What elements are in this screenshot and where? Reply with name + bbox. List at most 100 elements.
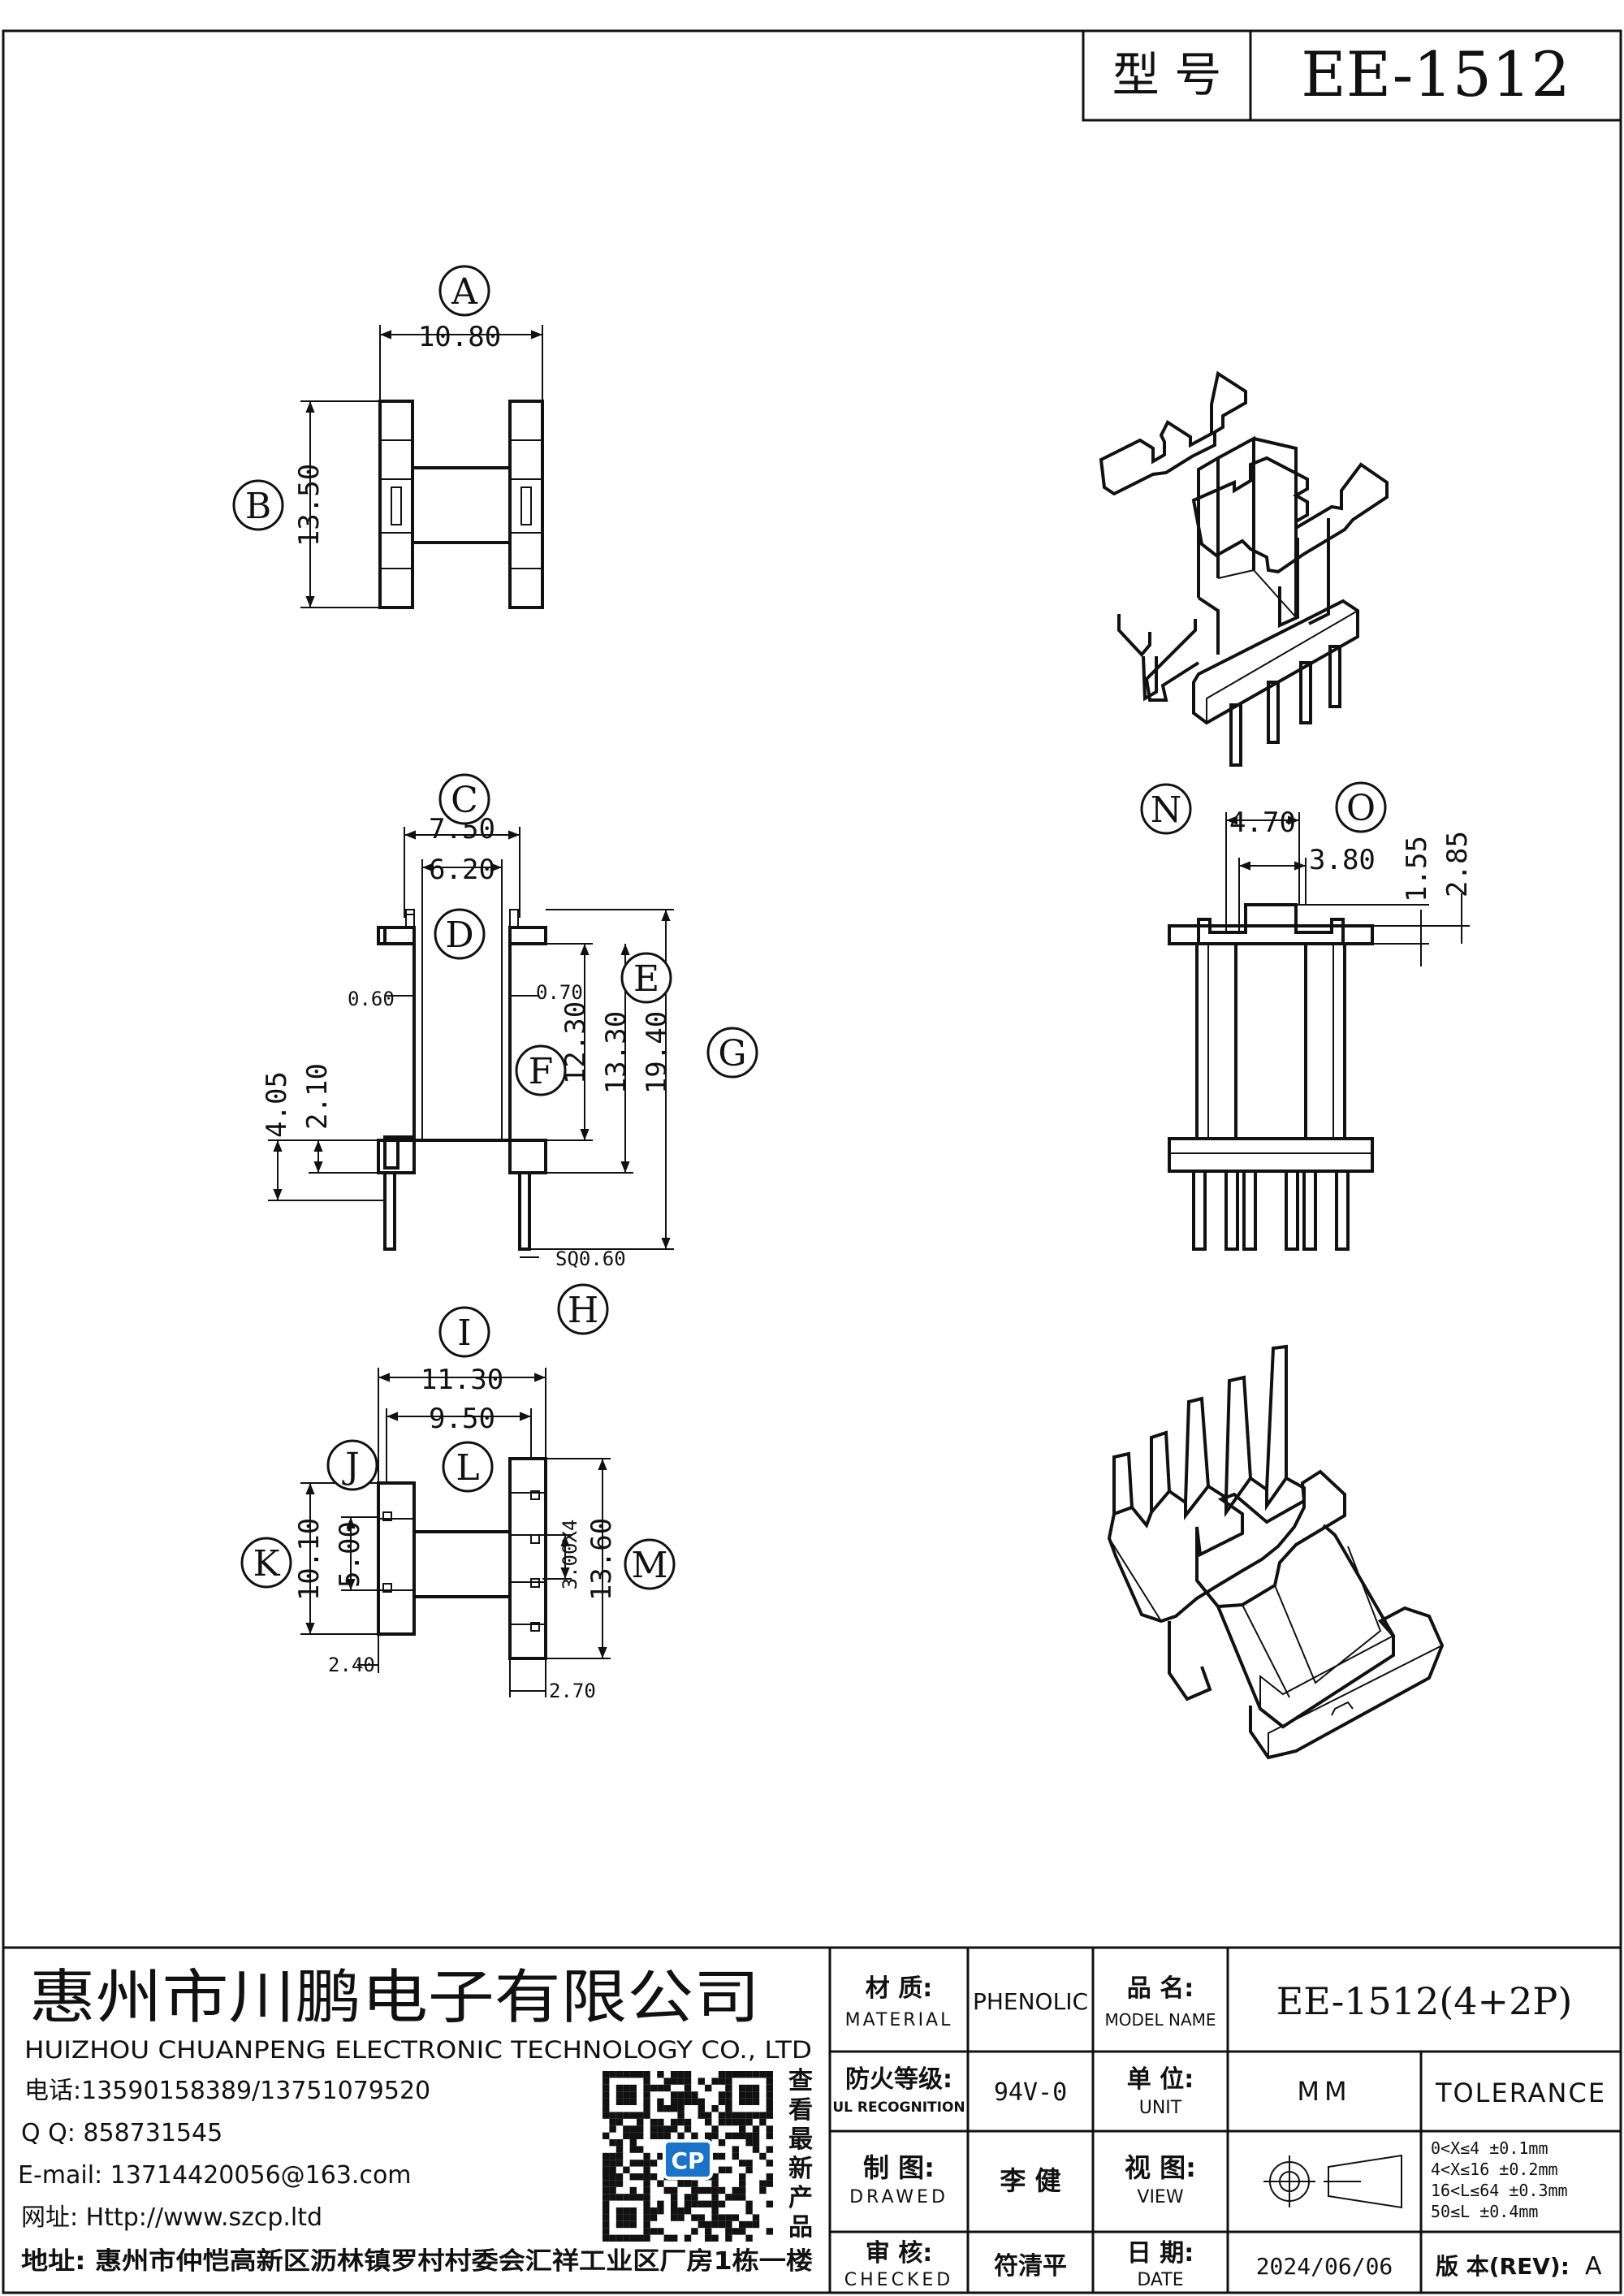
- svg-text:A: A: [451, 271, 478, 313]
- qr-module: [643, 2160, 650, 2167]
- qr-module: [603, 2112, 610, 2119]
- company-email: E-mail: 13714420056@163.com: [18, 2161, 412, 2190]
- unit-label-cn: 单 位:: [1127, 2065, 1194, 2094]
- svg-text:O: O: [1346, 788, 1376, 829]
- qr-module: [615, 2160, 624, 2167]
- qr-module: [684, 2098, 692, 2105]
- qr-module: [677, 2105, 685, 2112]
- qr-module: [732, 2152, 739, 2160]
- qr-module: [725, 2112, 732, 2119]
- qr-module: [671, 2186, 678, 2194]
- qr-module: [732, 2132, 739, 2139]
- qr-module: [759, 2186, 767, 2194]
- qr-module: [603, 2214, 610, 2221]
- qr-module: [657, 2084, 664, 2092]
- callout-d: D: [434, 908, 486, 960]
- qr-module: [718, 2139, 726, 2147]
- view-label-cn: 视 图:: [1125, 2152, 1196, 2183]
- qr-module: [766, 2098, 773, 2105]
- qr-module: [623, 2207, 630, 2215]
- qr-module: [725, 2118, 732, 2126]
- qr-module: [745, 2207, 753, 2215]
- qr-module: [657, 2207, 664, 2215]
- qr-module: [752, 2091, 760, 2099]
- qr-module: [739, 2071, 746, 2078]
- qr-module: [603, 2098, 610, 2105]
- qr-module: [759, 2112, 767, 2119]
- qr-module: [766, 2228, 773, 2235]
- qr-module: [609, 2071, 616, 2078]
- dim-j: 5.00: [334, 1521, 366, 1588]
- dim-h-155: 1.55: [1401, 836, 1433, 902]
- callout-n: N: [1140, 783, 1192, 835]
- svg-text:G: G: [718, 1033, 746, 1074]
- qr-module: [766, 2146, 773, 2153]
- qr-module: [698, 2214, 705, 2221]
- qr-module: [615, 2098, 624, 2105]
- qr-module: [684, 2078, 692, 2085]
- dim-e: 13.30: [600, 1011, 633, 1094]
- date-label-en: DATE: [1137, 2270, 1183, 2290]
- qr-module: [752, 2071, 760, 2078]
- qr-module: [745, 2166, 753, 2173]
- qr-module: [643, 2173, 650, 2181]
- qr-module: [663, 2234, 671, 2242]
- dim-o: 3.80: [1309, 844, 1376, 876]
- iso-view-bottom: [1107, 1344, 1445, 1760]
- bottom-view: [300, 1368, 611, 1697]
- qr-module: [705, 2112, 712, 2119]
- qr-module: [691, 2098, 698, 2105]
- qr-module: [739, 2084, 746, 2092]
- model-label-en: MODEL NAME: [1104, 2010, 1216, 2030]
- qr-module: [629, 2194, 637, 2201]
- qr-module: [732, 2214, 739, 2221]
- qr-module: [698, 2078, 705, 2085]
- qr-module: [759, 2152, 767, 2160]
- qr-module: [691, 2132, 698, 2139]
- qr-module: [603, 2186, 610, 2194]
- qr-module: [725, 2194, 732, 2201]
- dim-h-405: 4.05: [261, 1071, 293, 1138]
- qr-module: [718, 2098, 726, 2105]
- qr-module: [650, 2084, 658, 2092]
- qr-module: [643, 2071, 650, 2078]
- qr-module: [684, 2200, 692, 2207]
- qr-module: [637, 2118, 644, 2126]
- qr-module: [718, 2186, 726, 2194]
- callout-m: M: [624, 1538, 676, 1590]
- qr-module: [615, 2091, 624, 2099]
- qr-module: [725, 2228, 732, 2235]
- qr-module: [711, 2214, 719, 2221]
- qr-module: [705, 2132, 712, 2139]
- qr-module: [705, 2118, 712, 2126]
- qr-module: [615, 2180, 624, 2187]
- qr-module: [677, 2112, 685, 2119]
- callout-a: A: [438, 265, 490, 317]
- side-view: [1168, 812, 1470, 1251]
- qr-module: [677, 2098, 685, 2105]
- header-model-box: 型 号 EE-1512: [1082, 29, 1622, 122]
- qr-module: [637, 2132, 644, 2139]
- callout-l: L: [442, 1441, 494, 1493]
- qr-module: [663, 2084, 671, 2092]
- qr-module: [629, 2125, 637, 2133]
- qr-module: [739, 2118, 746, 2126]
- qr-module: [739, 2132, 746, 2139]
- company-name-cn: 惠州市川鹏电子有限公司: [29, 1963, 760, 2031]
- qr-module: [691, 2186, 698, 2194]
- qr-module: [718, 2112, 726, 2119]
- qr-module: [752, 2084, 760, 2092]
- svg-text:产: 产: [788, 2184, 813, 2212]
- top-view: [300, 325, 544, 609]
- qr-module: [745, 2220, 753, 2229]
- svg-text:C: C: [451, 780, 478, 821]
- svg-text:N: N: [1151, 789, 1182, 831]
- front-view: [268, 827, 674, 1258]
- qr-module: [603, 2152, 610, 2160]
- qr-module: [609, 2194, 616, 2201]
- qr-module: [609, 2166, 616, 2173]
- qr-module: [718, 2166, 726, 2173]
- qr-module: [766, 2200, 773, 2207]
- qr-module: [725, 2234, 732, 2242]
- qr-module: [637, 2146, 644, 2153]
